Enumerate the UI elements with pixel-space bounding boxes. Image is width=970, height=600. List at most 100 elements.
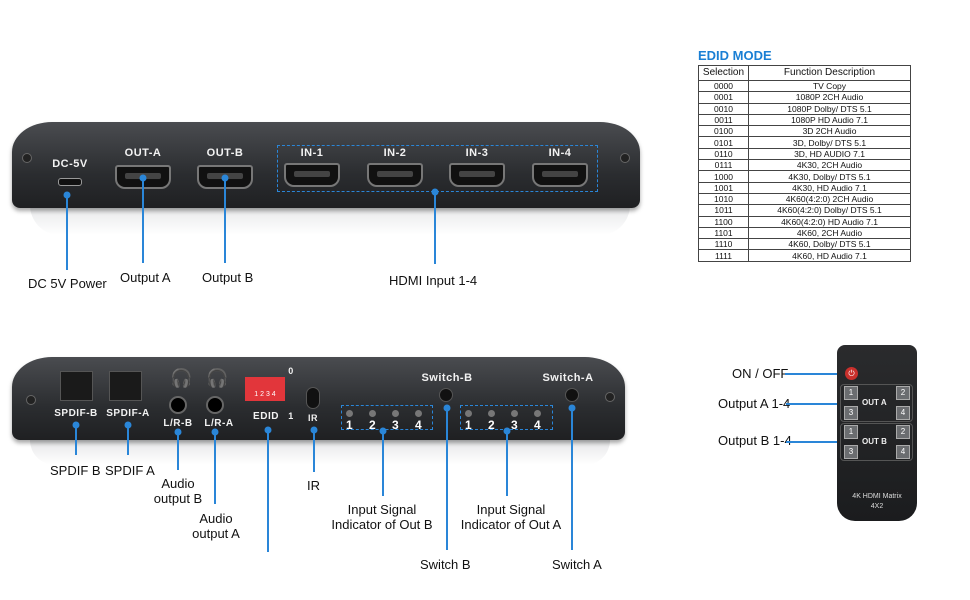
switch-a-label: Switch-A: [542, 372, 594, 384]
dip-1-label: 1: [288, 411, 294, 421]
selection-cell: 0111: [698, 159, 749, 172]
front-reflection: [30, 205, 630, 235]
callout-audio-a-1: Audio: [199, 511, 233, 526]
indicator-b-group: [341, 405, 433, 430]
led-number: 2: [369, 418, 376, 432]
in3-label: IN-3: [465, 147, 489, 159]
power-icon[interactable]: ⏻: [845, 367, 858, 380]
out-b-key-1[interactable]: 1: [844, 425, 858, 439]
function-cell: 4K60(4:2:0) Dolby/ DTS 5.1: [748, 204, 911, 217]
selection-cell: 0010: [698, 102, 749, 115]
led-number: 1: [465, 418, 472, 432]
switch-b-button[interactable]: [439, 388, 453, 402]
callout-ir: IR: [307, 478, 320, 493]
lr-a-jack: [206, 396, 224, 414]
selection-cell: 0101: [698, 136, 749, 149]
selection-cell: 1011: [698, 204, 749, 217]
selection-cell: 1111: [698, 249, 749, 262]
hdmi-in4-port: [532, 163, 588, 187]
selection-cell: 0110: [698, 147, 749, 161]
led-number: 4: [415, 418, 422, 432]
callout-audio-b-2: output B: [153, 491, 203, 506]
out-b-keypad: [840, 423, 913, 461]
function-cell: 4K30, HD Audio 7.1: [748, 181, 911, 194]
dc-label: DC-5V: [52, 158, 88, 170]
remote-model-2: 4X2: [870, 503, 884, 510]
screw-icon: [26, 395, 36, 405]
function-cell: 1080P 2CH Audio: [748, 91, 911, 104]
spdif-a-port: [109, 371, 142, 401]
out-a-key-1[interactable]: 1: [844, 386, 858, 400]
function-cell: TV Copy: [748, 79, 911, 93]
led-indicator-b: [392, 410, 399, 417]
in2-label: IN-2: [383, 147, 407, 159]
callout-dc-power: DC 5V Power: [28, 276, 107, 291]
header-function: Function Description: [748, 65, 911, 81]
function-cell: 1080P HD Audio 7.1: [748, 113, 911, 127]
lr-b-label: L/R-B: [163, 418, 193, 429]
led-number: 3: [392, 418, 399, 432]
screw-icon: [620, 153, 630, 163]
function-cell: 3D, Dolby/ DTS 5.1: [748, 136, 911, 149]
selection-cell: 0100: [698, 125, 749, 138]
out-a-keypad: [840, 384, 913, 422]
callout-switch-b: Switch B: [420, 557, 471, 572]
remote-model-1: 4K HDMI Matrix: [852, 493, 902, 500]
callout-spdif-b: SPDIF B: [50, 463, 101, 478]
callout-indicator-a-1: Input Signal: [476, 502, 546, 517]
headphone-icon: 🎧: [170, 368, 193, 388]
led-number: 4: [534, 418, 541, 432]
edid-dip-switch[interactable]: 1 2 3 4: [245, 377, 285, 401]
callout-audio-a-2: output A: [192, 526, 240, 541]
selection-cell: 1001: [698, 181, 749, 194]
led-indicator-a: [465, 410, 472, 417]
screw-icon: [22, 153, 32, 163]
callout-spdif-a: SPDIF A: [105, 463, 155, 478]
out-a-key-2[interactable]: 2: [896, 386, 910, 400]
led-indicator-a: [488, 410, 495, 417]
lr-a-label: L/R-A: [204, 418, 234, 429]
out-b-key-2[interactable]: 2: [896, 425, 910, 439]
out-b-key-4[interactable]: 4: [896, 445, 910, 459]
led-indicator-a: [511, 410, 518, 417]
callout-switch-a: Switch A: [552, 557, 602, 572]
led-indicator-b: [369, 410, 376, 417]
function-cell: 4K30, Dolby/ DTS 5.1: [748, 170, 911, 183]
led-number: 3: [511, 418, 518, 432]
hdmi-in1-port: [284, 163, 340, 187]
function-cell: 3D 2CH Audio: [748, 125, 911, 138]
hdmi-in3-port: [449, 163, 505, 187]
switch-a-button[interactable]: [565, 388, 579, 402]
function-cell: 3D, HD AUDIO 7.1: [748, 147, 911, 161]
function-cell: 1080P Dolby/ DTS 5.1: [748, 102, 911, 115]
spdif-a-label: SPDIF-A: [106, 408, 150, 419]
dip-numbers: 1 2 3 4: [254, 391, 276, 398]
out-a-key-4[interactable]: 4: [896, 406, 910, 420]
remote-model: 4K HDMI Matrix 4X2: [837, 492, 917, 512]
callout-audio-b-1: Audio: [161, 476, 195, 491]
rear-reflection: [30, 440, 610, 465]
led-indicator-a: [534, 410, 541, 417]
out-a-key-3[interactable]: 3: [844, 406, 858, 420]
callout-indicator-b-1: Input Signal: [347, 502, 417, 517]
out-b-key-3[interactable]: 3: [844, 445, 858, 459]
selection-cell: 1100: [698, 215, 749, 228]
selection-cell: 0000: [698, 79, 749, 93]
out-b-label: OUT B: [862, 437, 887, 446]
hdmi-in2-port: [367, 163, 423, 187]
function-cell: 4K60, 2CH Audio: [748, 226, 911, 240]
